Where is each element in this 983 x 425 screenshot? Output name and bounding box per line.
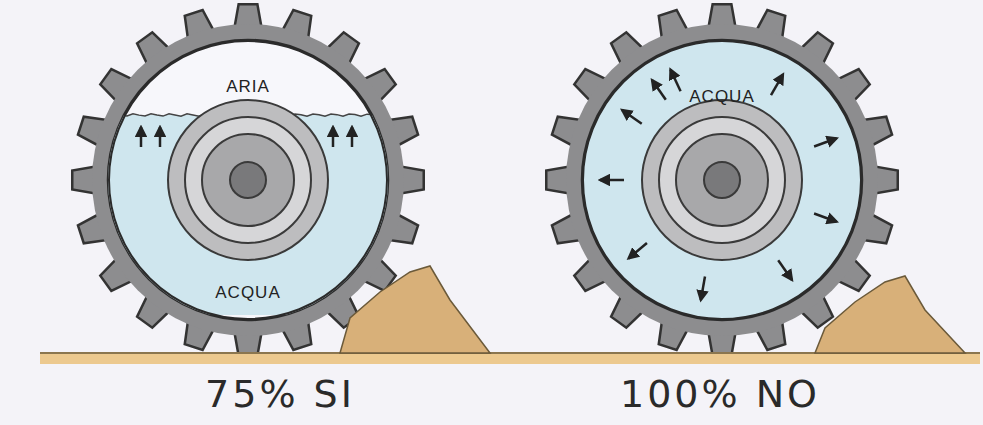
verdict-caption: 100% NO — [560, 372, 880, 416]
wheel-hub — [185, 117, 311, 243]
water — [103, 115, 393, 315]
chamber-outline — [582, 40, 862, 320]
pressure-arrow — [814, 138, 837, 146]
pressure-arrow — [629, 243, 647, 258]
fluid-label: ACQUA — [108, 283, 388, 303]
ground — [40, 352, 980, 364]
pressure-arrow — [670, 69, 680, 91]
pressure-arrow — [600, 179, 624, 182]
wheel-hub — [168, 100, 328, 260]
pressure-arrow — [159, 127, 162, 147]
wheel-hub — [704, 162, 740, 198]
wheel-chamber: ARIA ACQUA — [108, 40, 388, 320]
gear-teeth — [546, 4, 897, 355]
wheel-rim — [566, 24, 878, 336]
chamber-border — [109, 41, 387, 319]
sand-pile — [340, 266, 490, 353]
fluid-label: ACQUA — [582, 87, 862, 107]
wheel-hub — [202, 134, 294, 226]
wheel-hub — [676, 134, 768, 226]
pressure-arrow — [140, 127, 143, 147]
pressure-arrow — [701, 277, 705, 301]
wheel-interior — [582, 40, 862, 320]
pressure-arrow — [814, 214, 837, 222]
chamber-border — [583, 41, 861, 319]
wheel-hub — [230, 162, 266, 198]
pressure-arrow — [778, 260, 792, 280]
sand-pile — [815, 276, 965, 353]
pressure-arrow — [622, 110, 642, 124]
wheel-hub — [659, 117, 785, 243]
wheel-rim — [92, 24, 404, 336]
wheel — [546, 4, 897, 355]
wheel-hub — [642, 100, 802, 260]
pressure-arrow — [652, 80, 666, 100]
wheel-chamber: ACQUA — [582, 40, 862, 320]
fluid-label: ARIA — [108, 77, 388, 97]
pressure-arrow — [351, 127, 354, 147]
pressure-arrow — [771, 74, 783, 95]
verdict-caption: 75% SI — [120, 372, 440, 416]
pressure-arrow — [332, 127, 335, 147]
